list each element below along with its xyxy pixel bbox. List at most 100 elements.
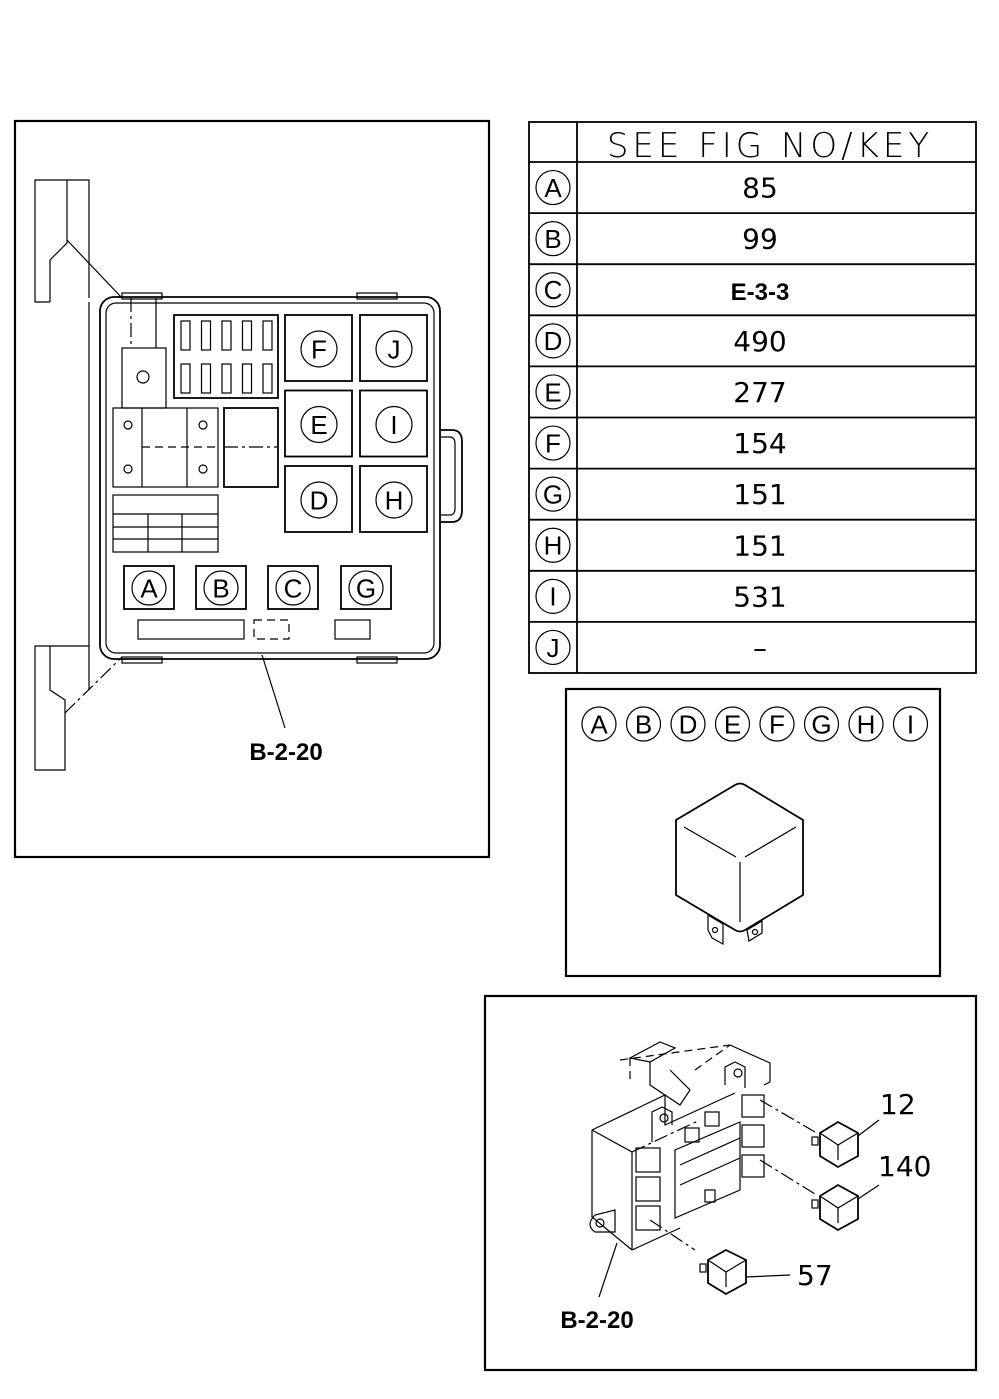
relay-key-h: H — [375, 481, 413, 519]
key-table-value: 151 — [733, 478, 786, 511]
key-circle-icon — [131, 570, 167, 606]
relay-socket-g: G — [340, 565, 392, 610]
callout-leader-line — [261, 654, 286, 729]
relay-detail-key-h: H — [848, 706, 884, 742]
key-table-key-h: H — [535, 527, 571, 563]
key-letter: G — [356, 573, 376, 603]
fuse-slot — [262, 320, 273, 351]
key-table-row: C E-3-3 — [529, 263, 976, 308]
relay-detail-key-i: I — [892, 706, 929, 742]
key-table-key-g: G — [535, 476, 571, 512]
relay-socket-d: D — [284, 465, 353, 533]
relay-key-e: E — [300, 405, 338, 444]
fuse-slot — [180, 363, 191, 394]
fuse-block — [173, 314, 279, 399]
fuse-slot — [241, 363, 253, 394]
key-table-row: J– — [529, 621, 976, 666]
relay-detail-key-g: G — [803, 706, 840, 742]
key-table-value: 151 — [733, 529, 786, 562]
key-table-value: 490 — [733, 325, 786, 358]
key-letter: C — [284, 573, 303, 603]
key-letter: F — [311, 334, 327, 364]
key-table-key-d: D — [535, 323, 571, 359]
key-letter: A — [140, 573, 158, 603]
key-table-value: E-3-3 — [731, 279, 790, 306]
key-circle-icon — [892, 706, 929, 742]
relay-key-c: C — [275, 570, 311, 606]
key-circle-icon — [535, 476, 571, 512]
key-letter: A — [544, 173, 562, 203]
relay-socket-grid: F J E I D H — [284, 314, 428, 533]
key-letter: D — [310, 485, 329, 515]
key-letter: E — [310, 410, 327, 440]
fuse-slot — [241, 320, 253, 351]
key-letter: G — [543, 480, 563, 510]
key-circle-icon — [535, 629, 571, 666]
relay-12 — [759, 1099, 880, 1169]
key-letter: A — [590, 709, 608, 739]
fuse-slot — [180, 320, 191, 351]
relay-socket-h: H — [359, 465, 428, 533]
key-table-frame — [528, 121, 977, 674]
key-letter: H — [857, 709, 876, 739]
key-table-value: 85 — [742, 172, 778, 205]
key-table-value: 154 — [733, 427, 786, 460]
key-circle-icon — [348, 570, 384, 606]
key-letter: E — [544, 377, 561, 407]
key-table-key-c: C — [535, 272, 571, 308]
fuse-slot — [221, 320, 232, 351]
relay-socket-c: C — [267, 565, 319, 610]
relay-key-i: I — [375, 405, 413, 444]
key-table-row: A 85 — [535, 169, 778, 206]
key-table-key-f: F — [535, 425, 571, 461]
key-letter: B — [544, 224, 561, 254]
key-letter: G — [811, 709, 831, 739]
key-circle-icon — [535, 169, 571, 206]
part-number-12: 12 — [880, 1088, 916, 1121]
relay-detail-key-d: D — [670, 706, 706, 742]
relay-key-g: G — [348, 570, 384, 606]
relay-detail-key-b: B — [625, 706, 662, 742]
fuse-slot — [262, 363, 273, 394]
relay-socket-i: I — [359, 389, 428, 458]
fuse-box-iso-illustration — [589, 1041, 771, 1251]
relay-detail-frame — [564, 687, 942, 978]
callout-label-b-2-20: B-2-20 — [249, 739, 322, 766]
relay-key-b: B — [203, 570, 239, 606]
key-table-key-j: J — [535, 629, 571, 666]
key-circle-icon — [535, 425, 571, 461]
key-letter: C — [544, 275, 563, 305]
key-letter: I — [549, 582, 556, 612]
key-circle-icon — [535, 221, 571, 257]
key-letter: H — [544, 531, 563, 561]
key-letter: F — [545, 428, 561, 458]
mounting-bracket-bottom — [34, 645, 123, 771]
main-view-frame — [13, 119, 491, 859]
key-table-key-i: I — [535, 578, 571, 614]
relay-socket-f: F — [284, 314, 353, 382]
iso-view-frame — [483, 994, 978, 1372]
key-circle-icon — [535, 374, 571, 410]
key-circle-icon — [375, 405, 413, 444]
key-circle-icon — [275, 570, 311, 606]
key-letter: J — [388, 334, 401, 364]
relay-key-d: D — [300, 481, 338, 519]
relay-detail-key-f: F — [759, 706, 795, 742]
key-table-value: 277 — [733, 376, 786, 409]
fuse-slot — [200, 320, 212, 351]
relay-base-left — [112, 407, 219, 488]
key-circle-icon — [535, 578, 571, 614]
label-grid — [112, 494, 219, 553]
key-table-row: H 151 — [529, 518, 976, 563]
key-circle-icon — [625, 706, 662, 742]
relay-detail-key-a: A — [581, 706, 617, 742]
fuse-slot — [221, 363, 232, 394]
key-letter: D — [544, 326, 563, 356]
mounting-bracket-top — [34, 179, 123, 690]
key-letter: E — [724, 709, 741, 739]
